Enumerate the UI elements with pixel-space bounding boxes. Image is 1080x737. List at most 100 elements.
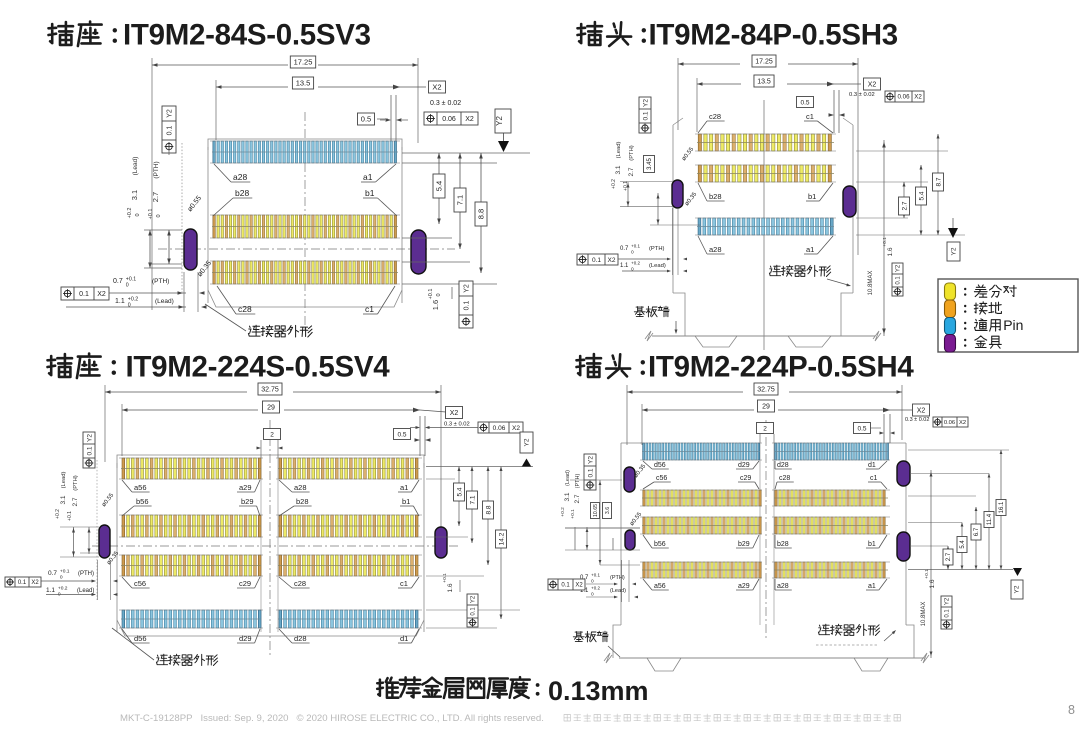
svg-text:0.7: 0.7 <box>113 278 123 285</box>
svg-text:29: 29 <box>762 404 770 411</box>
svg-text:13.5: 13.5 <box>757 79 771 86</box>
svg-text:Y2: Y2 <box>86 434 93 442</box>
svg-text:5.4: 5.4 <box>918 191 925 200</box>
svg-text:0.7: 0.7 <box>580 575 589 581</box>
svg-text:a1: a1 <box>806 245 814 254</box>
svg-text:0.1: 0.1 <box>471 607 477 616</box>
svg-text:Y2: Y2 <box>464 284 471 293</box>
svg-text:c28: c28 <box>294 579 306 588</box>
svg-text:0: 0 <box>126 283 129 289</box>
svg-text:+0.2: +0.2 <box>55 509 61 519</box>
svg-text:X2: X2 <box>917 408 926 415</box>
svg-text:0.3 ± 0.02: 0.3 ± 0.02 <box>444 422 470 428</box>
svg-text:32.75: 32.75 <box>261 387 279 394</box>
svg-text:IT9M2-84P-0.5SH3: IT9M2-84P-0.5SH3 <box>649 19 898 52</box>
svg-text:d29: d29 <box>738 462 750 469</box>
svg-text:16.1: 16.1 <box>999 501 1005 513</box>
svg-text:0.5: 0.5 <box>361 115 371 124</box>
svg-text:0.06: 0.06 <box>944 420 955 426</box>
svg-text:3.1: 3.1 <box>130 190 139 200</box>
svg-text:c28: c28 <box>238 304 252 314</box>
svg-text:Y2: Y2 <box>587 456 594 464</box>
svg-text:0.06: 0.06 <box>442 116 456 123</box>
svg-text:14.2: 14.2 <box>498 532 505 545</box>
svg-text:c1: c1 <box>806 112 814 121</box>
svg-text:Y2: Y2 <box>471 595 477 603</box>
svg-text:b56: b56 <box>136 497 149 506</box>
svg-text:6.7: 6.7 <box>974 527 980 536</box>
svg-text:c29: c29 <box>239 579 251 588</box>
svg-text:2.7: 2.7 <box>574 494 581 503</box>
svg-text:IT9M2-224P-0.5SH4: IT9M2-224P-0.5SH4 <box>648 351 914 384</box>
svg-text:a56: a56 <box>134 483 147 492</box>
svg-text:7.1: 7.1 <box>456 195 465 205</box>
svg-text:3.1: 3.1 <box>615 165 622 174</box>
svg-text:b1: b1 <box>868 541 876 548</box>
svg-text:0.3 ± 0.02: 0.3 ± 0.02 <box>430 100 461 107</box>
svg-text:10.8MAX: 10.8MAX <box>921 602 927 627</box>
svg-text:8.7: 8.7 <box>935 177 942 186</box>
svg-text:0.06: 0.06 <box>897 94 910 101</box>
svg-text:+0.1: +0.1 <box>428 289 434 300</box>
svg-text:10.65: 10.65 <box>593 504 599 517</box>
svg-text:1.1: 1.1 <box>580 588 589 594</box>
svg-text:+0.2: +0.2 <box>591 586 600 591</box>
svg-text:0.1: 0.1 <box>592 257 601 264</box>
svg-text:0.06: 0.06 <box>493 425 506 432</box>
svg-text:5.4: 5.4 <box>435 181 444 191</box>
svg-text:0.7: 0.7 <box>620 246 629 252</box>
svg-text:+0.1: +0.1 <box>442 573 448 583</box>
svg-text:+0.2: +0.2 <box>611 179 617 189</box>
svg-text:a1: a1 <box>363 172 373 182</box>
svg-text:0: 0 <box>591 592 594 597</box>
svg-text:c1: c1 <box>400 579 408 588</box>
svg-text:c1: c1 <box>870 475 878 482</box>
svg-text:+0.2: +0.2 <box>631 261 640 266</box>
svg-text:1.6: 1.6 <box>431 300 440 310</box>
svg-text:1.6: 1.6 <box>929 579 936 588</box>
svg-text:+0.1: +0.1 <box>591 573 600 578</box>
svg-text:X2: X2 <box>432 83 441 92</box>
svg-text:2.7: 2.7 <box>628 167 635 176</box>
svg-text:X2: X2 <box>608 257 616 264</box>
svg-text:a1: a1 <box>868 583 876 590</box>
svg-text:X2: X2 <box>959 420 966 426</box>
svg-text:+0.1: +0.1 <box>148 209 154 220</box>
svg-text:(Lead): (Lead) <box>610 588 626 594</box>
svg-text:+0.2: +0.2 <box>560 507 566 517</box>
svg-text:0.1: 0.1 <box>587 468 594 477</box>
svg-text:0: 0 <box>60 575 63 581</box>
svg-text:1.1: 1.1 <box>46 587 55 594</box>
svg-text:+0.1: +0.1 <box>67 511 73 521</box>
svg-text:0.1: 0.1 <box>86 446 93 455</box>
svg-text:Pin: Pin <box>1003 317 1023 333</box>
svg-text:1.1: 1.1 <box>620 263 629 269</box>
svg-text:+0.1: +0.1 <box>623 181 629 191</box>
svg-text:(PTH): (PTH) <box>152 278 169 285</box>
svg-text:b1: b1 <box>402 497 410 506</box>
svg-text:29: 29 <box>267 405 275 412</box>
svg-text:MKT-C-19128PP Issued: Sep. 9: MKT-C-19128PP Issued: Sep. 9, 2020 © 202… <box>120 713 544 724</box>
svg-text:0: 0 <box>631 250 634 255</box>
svg-text:IT9M2-84S-0.5SV3: IT9M2-84S-0.5SV3 <box>123 19 371 52</box>
svg-text:b1: b1 <box>365 188 375 198</box>
svg-text:d1: d1 <box>868 462 876 469</box>
svg-text:+0.1: +0.1 <box>924 569 930 579</box>
svg-text:c56: c56 <box>656 475 667 482</box>
svg-text:X2: X2 <box>914 94 922 101</box>
svg-text:b28: b28 <box>709 192 722 201</box>
svg-text:0.3 ± 0.02: 0.3 ± 0.02 <box>905 417 929 423</box>
svg-text:2.7: 2.7 <box>72 497 79 506</box>
svg-text:+0.1: +0.1 <box>631 244 640 249</box>
svg-text:Y2: Y2 <box>167 109 174 118</box>
svg-text:(Lead): (Lead) <box>616 142 622 159</box>
svg-text:+0.2: +0.2 <box>127 208 133 219</box>
svg-text:Y2: Y2 <box>495 116 504 126</box>
svg-text:IT9M2-224S-0.5SV4: IT9M2-224S-0.5SV4 <box>126 351 391 384</box>
svg-text:d29: d29 <box>239 634 252 643</box>
svg-text:0: 0 <box>135 213 141 216</box>
svg-text:0.1: 0.1 <box>896 276 902 285</box>
svg-text:2: 2 <box>763 425 767 432</box>
svg-text:2.7: 2.7 <box>946 552 952 561</box>
svg-text:0.1: 0.1 <box>945 609 951 618</box>
